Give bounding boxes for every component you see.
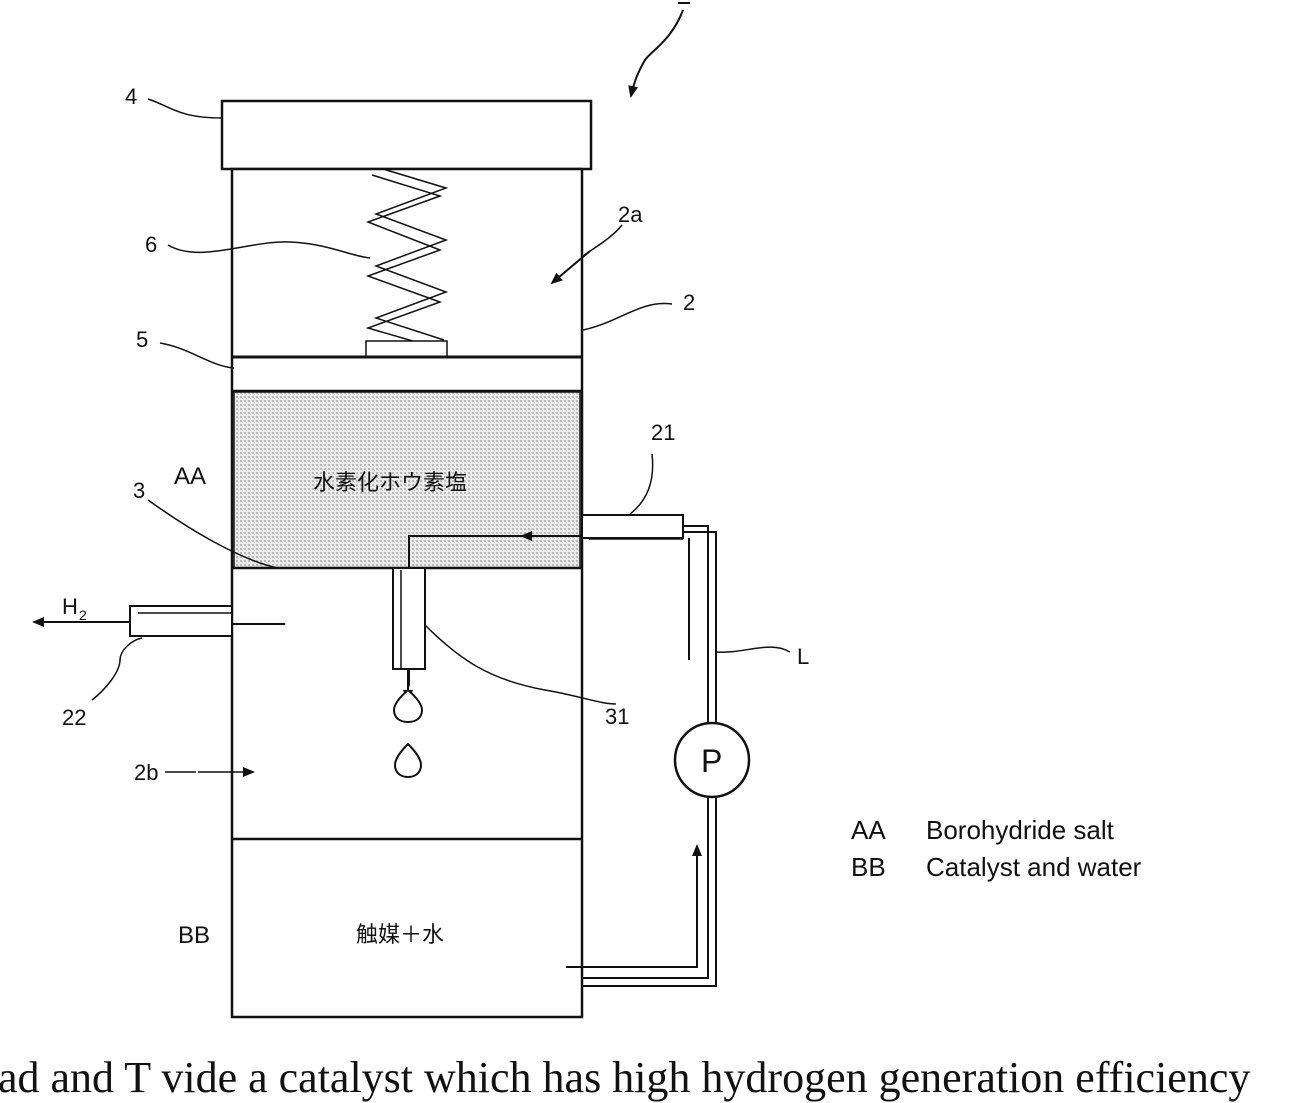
lid bbox=[222, 101, 591, 169]
leader-lid bbox=[148, 99, 222, 118]
hydrogen-subscript: 2 bbox=[79, 607, 87, 623]
legend-key-bb: BB bbox=[851, 852, 886, 882]
inlet-tube bbox=[582, 515, 683, 538]
label-pipe-line: L bbox=[797, 644, 809, 669]
label-outlet-tube: 22 bbox=[62, 705, 86, 730]
leader-vessel bbox=[583, 304, 672, 330]
label-inlet-tube: 21 bbox=[651, 420, 675, 445]
label-side-aa: AA bbox=[174, 463, 206, 490]
catalyst-water-jp-label: 触媒＋水 bbox=[356, 923, 444, 948]
label-plate: 5 bbox=[136, 327, 148, 352]
label-upper-space: 2a bbox=[618, 202, 643, 227]
device-reference-arrow bbox=[631, 10, 683, 96]
borohydride-jp-label: 水素化ホウ素塩 bbox=[313, 471, 467, 496]
pump-label: P bbox=[701, 743, 722, 779]
label-partition: 3 bbox=[133, 478, 145, 503]
hydrogen-label: H bbox=[62, 594, 78, 619]
legend-text-bb: Catalyst and water bbox=[926, 852, 1142, 882]
legend-text-aa: Borohydride salt bbox=[926, 815, 1115, 845]
label-spring: 6 bbox=[145, 232, 157, 257]
cut-off-body-text: ad and T vide a catalyst which has high … bbox=[0, 1052, 1250, 1103]
legend-key-aa: AA bbox=[851, 815, 886, 845]
label-side-bb: BB bbox=[178, 922, 210, 949]
leader-outlet bbox=[92, 638, 142, 700]
hydrogen-generator-diagram: 水素化ホウ素塩 触媒＋水 H 2 P bbox=[0, 0, 1308, 1080]
leader-pipeline bbox=[716, 647, 790, 652]
label-vessel: 2 bbox=[683, 290, 695, 315]
outlet-tube bbox=[130, 606, 232, 636]
leader-inlet bbox=[630, 454, 653, 514]
leader-plate bbox=[160, 343, 234, 368]
legend: AA Borohydride salt BB Catalyst and wate… bbox=[851, 815, 1142, 882]
label-lid: 4 bbox=[125, 84, 137, 109]
label-drip-tube: 31 bbox=[605, 704, 629, 729]
label-lower-space: 2b bbox=[134, 760, 158, 785]
drip-tube bbox=[393, 568, 425, 669]
